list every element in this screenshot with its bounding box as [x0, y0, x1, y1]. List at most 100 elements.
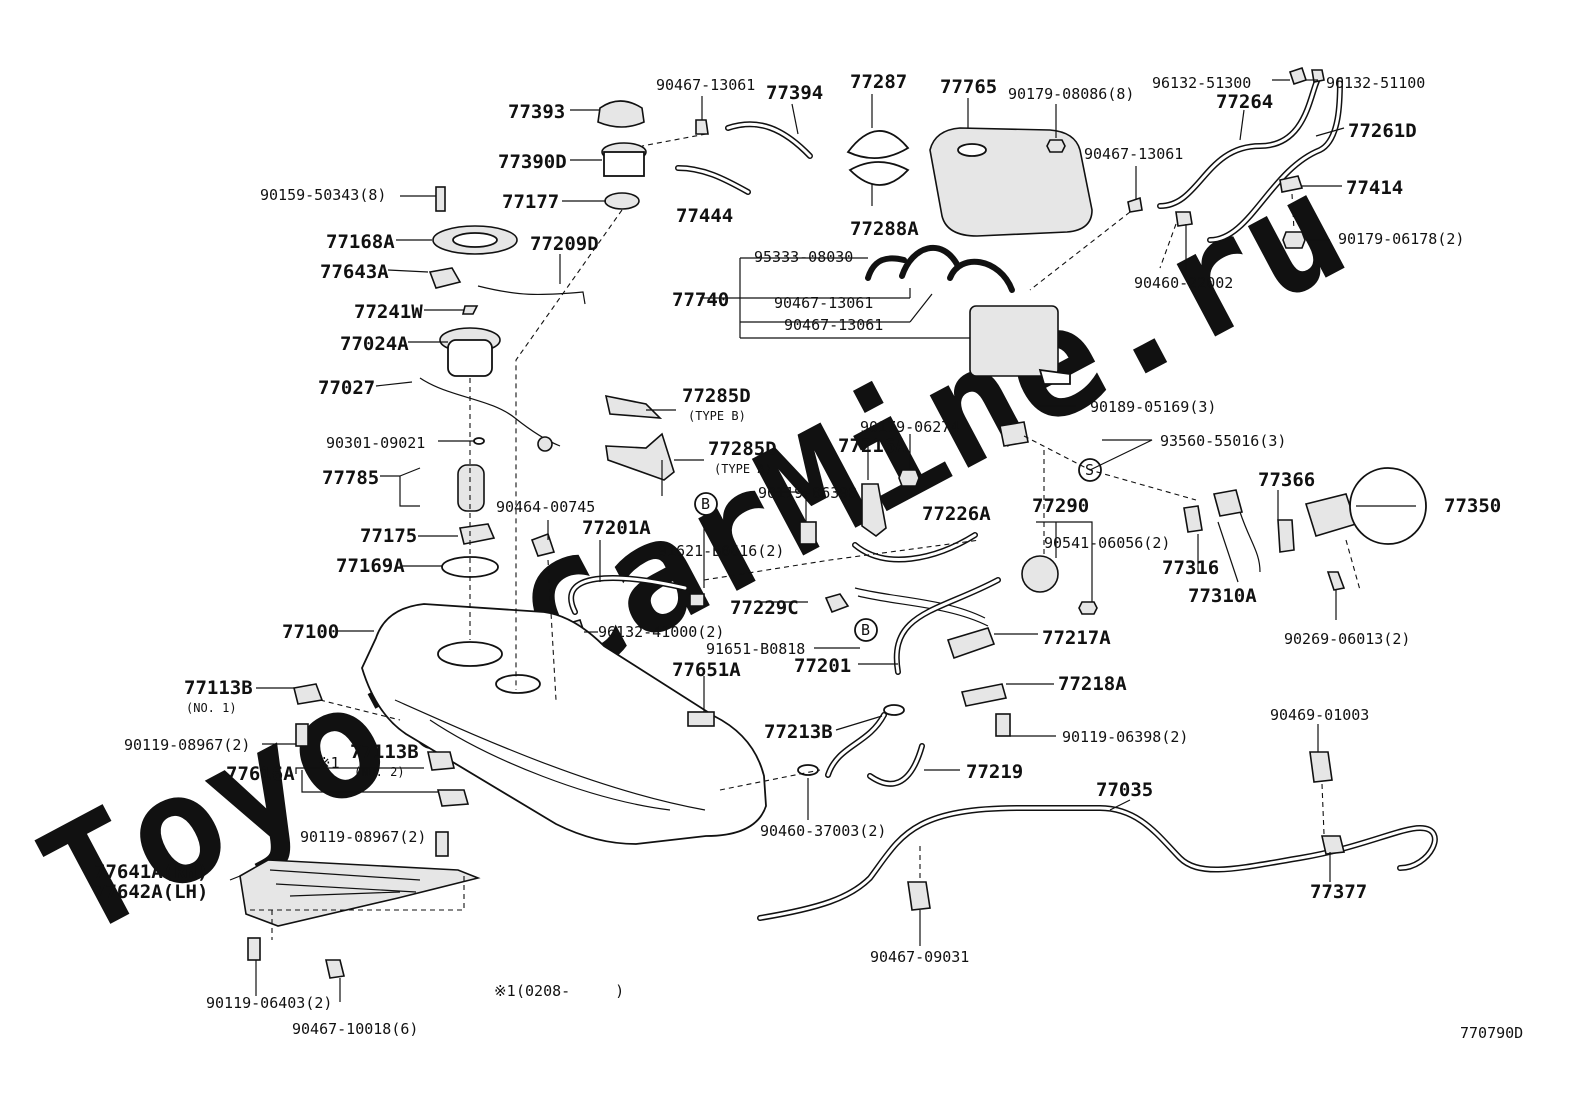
label-77394: 77394	[766, 82, 823, 104]
label-no2: (NO. 2)	[354, 765, 405, 779]
clip-90467-top	[695, 119, 709, 135]
label-77651a: 77651A	[672, 659, 741, 681]
footnote-mark: ※1	[494, 982, 516, 1000]
label-77201: 77201	[794, 655, 851, 677]
label-90179-06274: 90179-06274	[860, 418, 959, 436]
footnote-text: (0208- )	[516, 982, 624, 1000]
label-96132-51300: 96132-51300	[1152, 74, 1251, 92]
label-90467-10018: 90467-10018(6)	[292, 1020, 418, 1038]
bolt-90119-06398-top	[799, 521, 817, 545]
grommet-77177	[604, 192, 640, 210]
label-90467-09031: 90467-09031	[870, 948, 969, 966]
bracket-77113b-no1	[293, 683, 324, 705]
pump-body-77390d	[603, 151, 645, 177]
nut-90179-06274	[898, 469, 920, 487]
label-90541-06056: 90541-06056(2)	[1044, 534, 1170, 552]
label-77287: 77287	[850, 71, 907, 93]
label-90159-50343: 90159-50343(8)	[260, 186, 386, 204]
label-77201a: 77201A	[582, 517, 651, 539]
label-90301-09021: 90301-09021	[326, 434, 425, 452]
label-mark1: ※1	[318, 754, 340, 772]
label-90467-13061-top: 90467-13061	[656, 76, 755, 94]
pump-77785	[457, 464, 485, 512]
hinge-77350	[1304, 493, 1358, 537]
label-77310a: 77310A	[1188, 585, 1257, 607]
label-77168a: 77168A	[326, 231, 395, 253]
nut-90541	[1078, 601, 1098, 615]
bracket-77113b-no2	[427, 751, 456, 771]
label-90119-06398-bot: 90119-06398(2)	[1062, 728, 1188, 746]
label-90469-01003: 90469-01003	[1270, 706, 1369, 724]
pipe-77226a-lines	[854, 587, 989, 627]
clip-91651	[689, 593, 705, 607]
label-90179-08086: 90179-08086(8)	[1008, 85, 1134, 103]
hose-77394	[725, 121, 813, 159]
insulator-77287	[846, 130, 910, 160]
label-77316: 77316	[1162, 557, 1219, 579]
label-77642a: 77642A(LH)	[94, 881, 208, 903]
clamp-77213b-top	[883, 704, 905, 716]
ring-77168a-inner	[452, 232, 498, 248]
label-77264: 77264	[1216, 91, 1273, 113]
bracket-77216a	[861, 483, 887, 538]
clamp-77414	[1279, 175, 1304, 193]
label-95333-08030: 95333-08030	[754, 248, 853, 266]
label-77390d: 77390D	[498, 151, 567, 173]
bolt-90119-06403	[247, 937, 261, 961]
label-77216a: 77216A	[838, 435, 907, 457]
label-77393: 77393	[508, 101, 565, 123]
label-77366: 77366	[1258, 469, 1315, 491]
hose-95333	[865, 255, 907, 281]
assembly-lines	[250, 133, 1361, 940]
clamp-90469-01003	[1309, 751, 1333, 783]
drawing-id: 770790D	[1460, 1024, 1523, 1042]
washer-90301	[473, 437, 485, 445]
canister-77740	[969, 305, 1059, 377]
label-90467-13061-b: 90467-13061	[784, 316, 883, 334]
lock-77310a	[1212, 489, 1244, 517]
label-77740: 77740	[672, 289, 729, 311]
tank-opening	[437, 641, 503, 667]
hose-77444	[675, 165, 751, 195]
label-96132-51100: 96132-51100	[1326, 74, 1425, 92]
label-77261d: 77261D	[1348, 120, 1417, 142]
clip-96132-51100	[1311, 69, 1325, 83]
wire-77209d	[477, 285, 586, 305]
bolt-90119-08967-a	[295, 723, 309, 747]
band-77217a	[946, 627, 996, 660]
label-77641a: 77641A(RH)	[94, 861, 208, 883]
clamp-77229c	[824, 593, 850, 614]
bolt-90159	[435, 186, 446, 212]
label-90467-13061-a: 90467-13061	[774, 294, 873, 312]
label-77100: 77100	[282, 621, 339, 643]
label-90179-06178: 90179-06178(2)	[1338, 230, 1464, 248]
label-77616a: 77616A	[226, 763, 295, 785]
label-77175: 77175	[360, 525, 417, 547]
part-labels: 77393 90467-13061 77394 77287 77765 9017…	[94, 71, 1501, 1038]
tank-opening-2	[495, 674, 541, 694]
label-77027: 77027	[318, 377, 375, 399]
clip-77241w	[461, 305, 479, 315]
ring-77290	[1021, 555, 1059, 593]
label-90467-13061-right: 90467-13061	[1084, 145, 1183, 163]
canister-77765	[929, 127, 1093, 237]
protector-77285d-type-a	[605, 432, 675, 481]
label-77785: 77785	[322, 467, 379, 489]
nut-90179-08086	[1046, 139, 1066, 153]
clip-90467-10018	[325, 959, 345, 979]
label-77177: 77177	[502, 191, 559, 213]
leader-lines	[229, 79, 1416, 1002]
label-type-a: (TYPE A)	[714, 462, 772, 476]
bolt-90119-08967-b	[435, 831, 449, 857]
insulator-77288a	[848, 161, 910, 186]
label-77226a: 77226A	[922, 503, 991, 525]
label-90119-06398-top: 90119-06398	[758, 484, 857, 502]
clip-90460-22002	[1175, 211, 1193, 227]
screw-90269	[1326, 571, 1346, 591]
label-90119-08967-b: 90119-08967(2)	[300, 828, 426, 846]
label-77229c: 77229C	[730, 597, 799, 619]
hose-77740-b	[947, 258, 1015, 293]
label-77113b-no2: 77113B	[350, 741, 419, 763]
wire-77310a	[1239, 511, 1261, 573]
